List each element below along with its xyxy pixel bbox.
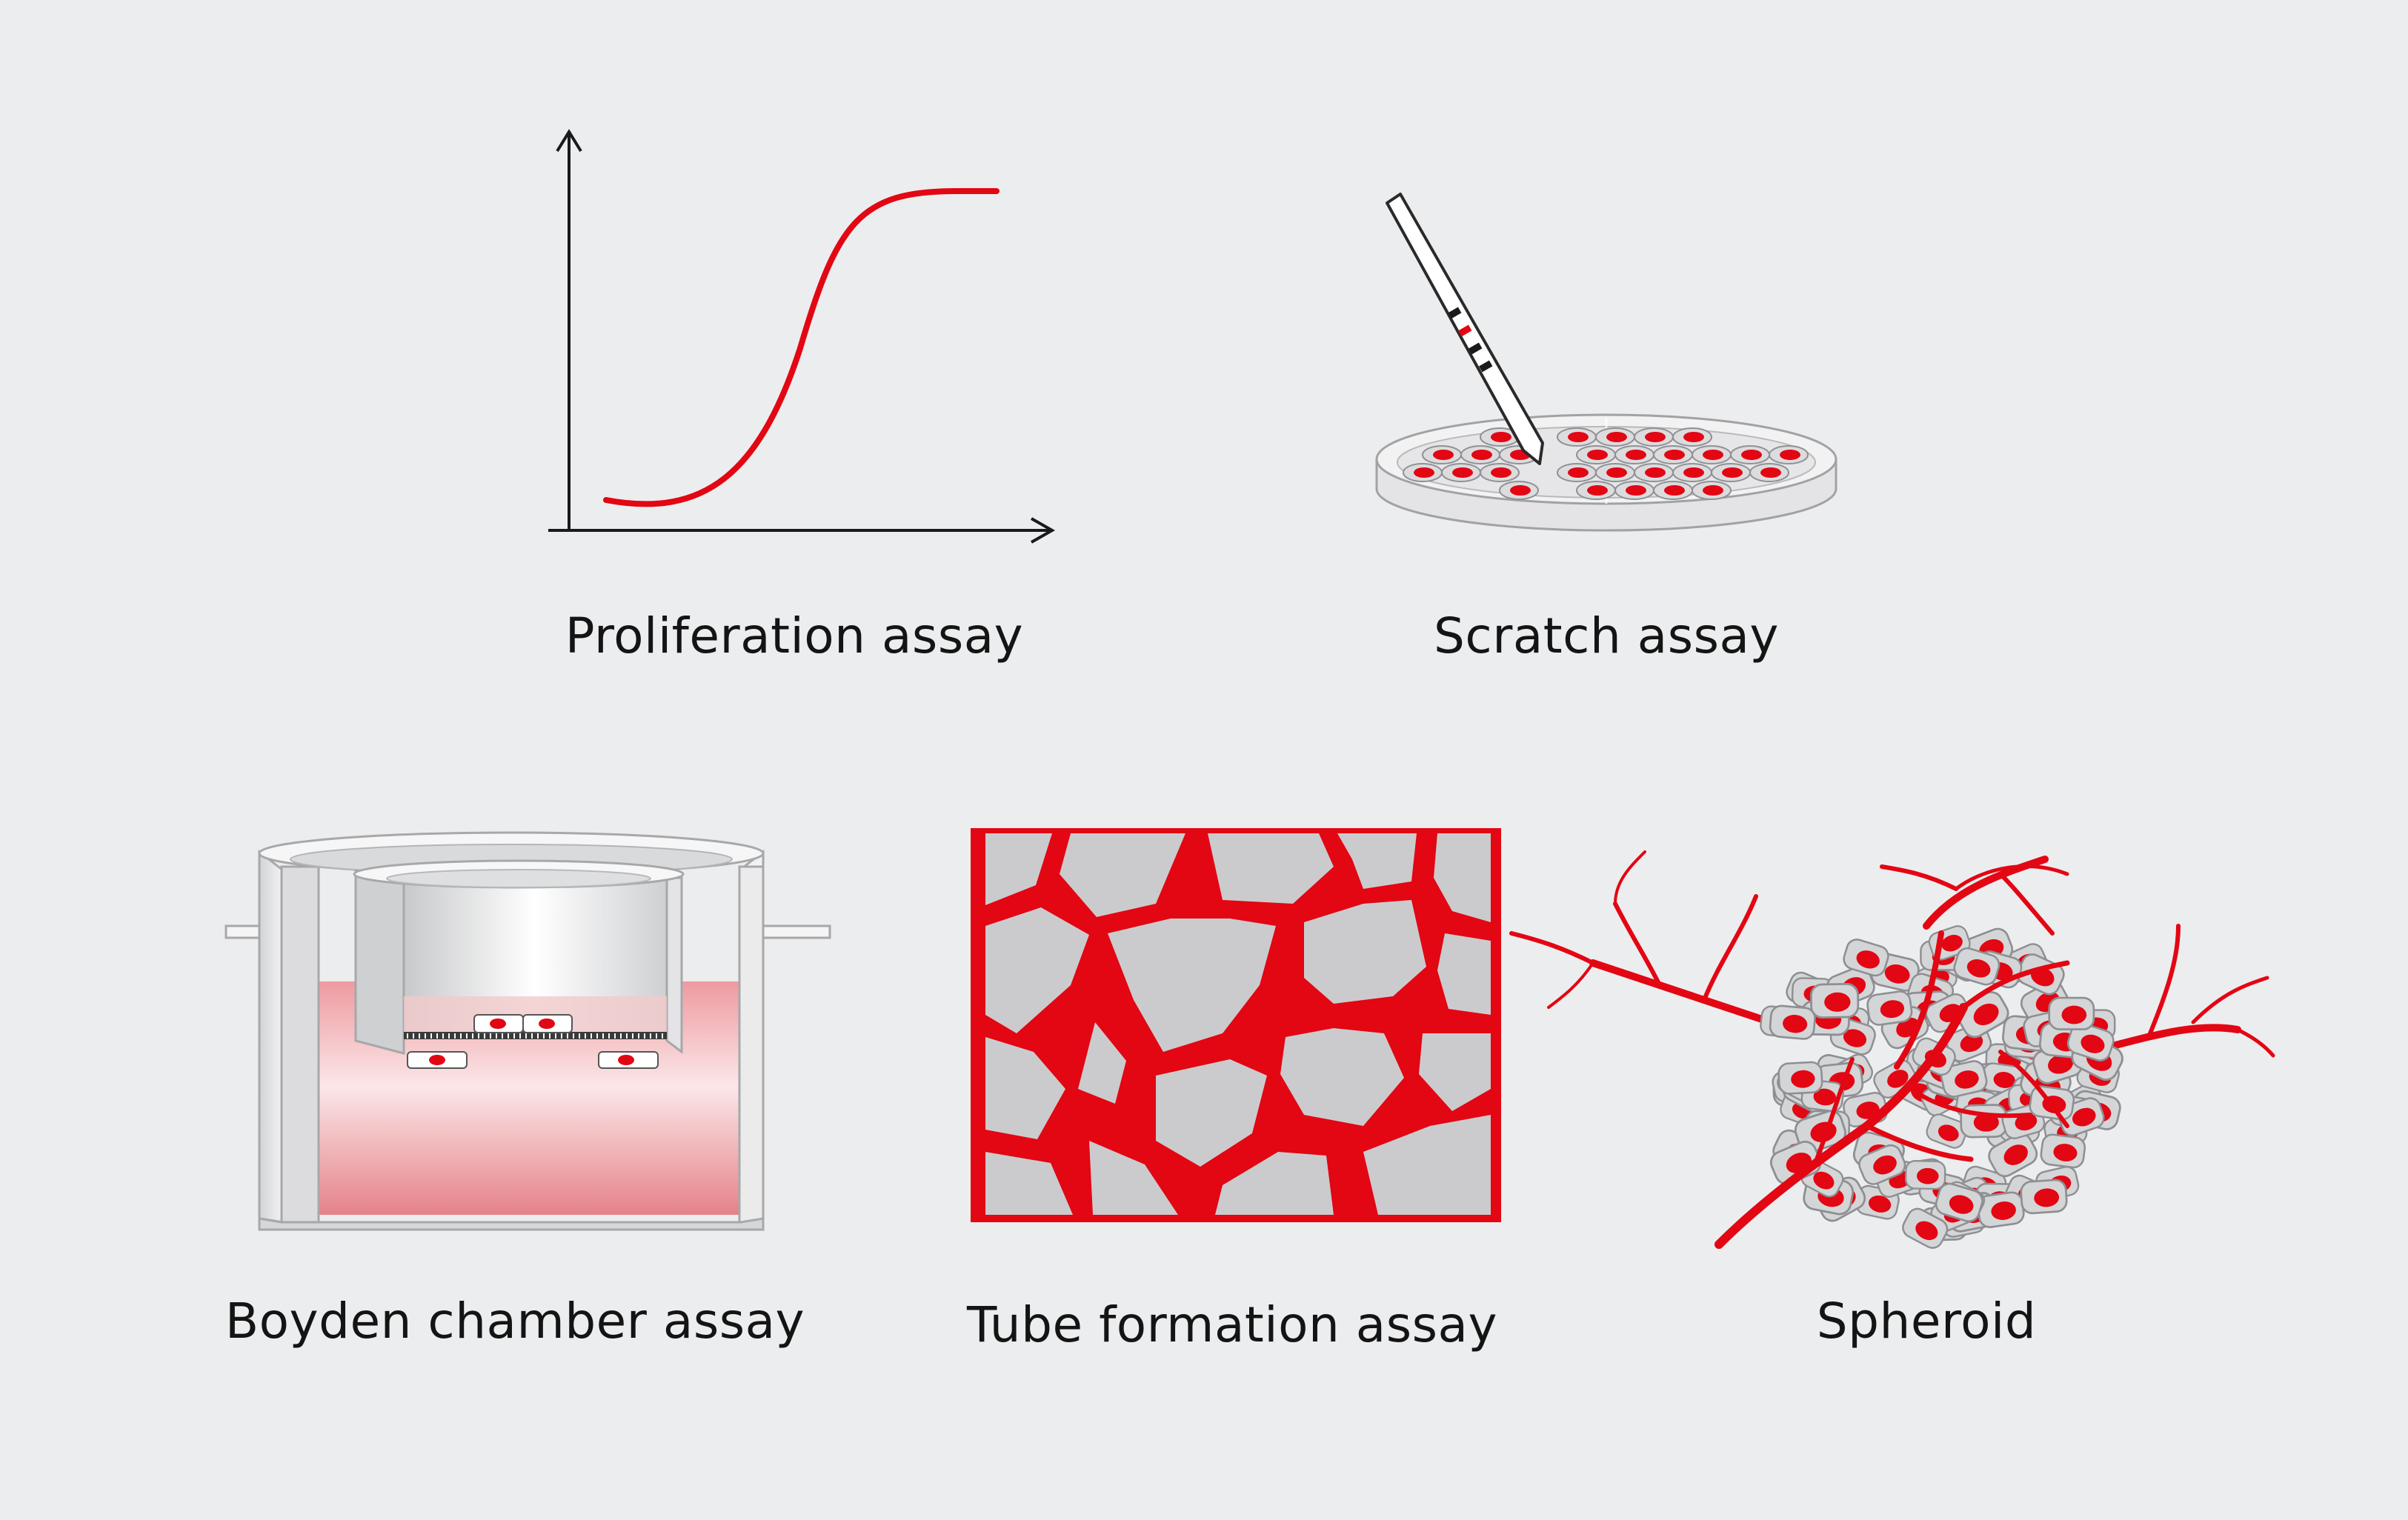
dish-cell bbox=[1749, 463, 1789, 482]
dish-cell bbox=[1422, 445, 1462, 464]
dish-cell bbox=[1672, 427, 1712, 447]
dish-cell bbox=[1557, 427, 1597, 447]
spheroid-cluster bbox=[1509, 850, 2275, 1253]
porous-membrane bbox=[404, 1032, 667, 1039]
pipette-icon bbox=[1386, 193, 1544, 465]
dish-cell bbox=[1403, 463, 1443, 482]
spheroid-cell bbox=[1904, 1159, 1946, 1190]
growth-curve-graph bbox=[548, 129, 1056, 544]
x-axis-arrow-icon bbox=[1031, 517, 1056, 544]
boyden-chamber bbox=[224, 831, 831, 1231]
spheroid-cell bbox=[1960, 1104, 2008, 1139]
dish-cell bbox=[1692, 481, 1732, 500]
spheroid-cell bbox=[2048, 996, 2095, 1030]
dish-cell bbox=[1614, 445, 1654, 464]
boyden-cells bbox=[407, 1014, 659, 1069]
dish-cell bbox=[1711, 463, 1751, 482]
spheroid-label: Spheroid bbox=[1816, 1293, 2037, 1350]
dish-cell bbox=[1595, 427, 1635, 447]
tube-formation-assay-label: Tube formation assay bbox=[966, 1296, 1498, 1353]
dish-cell bbox=[1480, 463, 1520, 482]
sigmoid-curve bbox=[603, 188, 1000, 507]
dish-cell bbox=[1634, 427, 1674, 447]
dish-cell bbox=[1460, 445, 1500, 464]
dish-cell bbox=[1441, 463, 1481, 482]
y-axis-arrow-icon bbox=[556, 129, 582, 153]
dish-cell bbox=[1672, 463, 1712, 482]
dish-cell bbox=[1769, 445, 1809, 464]
dish-cell bbox=[1653, 445, 1693, 464]
dish-cell bbox=[1576, 445, 1616, 464]
dish-cell bbox=[1576, 481, 1616, 500]
dish-cell bbox=[1692, 445, 1732, 464]
proliferation-assay-label: Proliferation assay bbox=[565, 607, 1024, 664]
spheroid-cell bbox=[1777, 1061, 1824, 1096]
boyden-chamber-assay-label: Boyden chamber assay bbox=[224, 1293, 805, 1350]
dish-cell bbox=[1634, 463, 1674, 482]
dish-cell bbox=[1557, 463, 1597, 482]
spheroid-cell bbox=[1809, 982, 1860, 1019]
spheroid-cell bbox=[1865, 989, 1915, 1027]
spheroid-cell bbox=[1768, 1004, 1817, 1041]
dish-cell bbox=[1614, 481, 1654, 500]
dish-cell bbox=[1595, 463, 1635, 482]
dish-cell bbox=[1653, 481, 1693, 500]
tube-network bbox=[971, 828, 1501, 1222]
dish-cell bbox=[1730, 445, 1770, 464]
spheroid-cell bbox=[2019, 1178, 2069, 1216]
spheroid-cell bbox=[2039, 1132, 2087, 1170]
scratch-dish bbox=[1375, 413, 1837, 532]
dish-cell bbox=[1499, 481, 1539, 500]
scratch-assay-label: Scratch assay bbox=[1434, 607, 1779, 664]
